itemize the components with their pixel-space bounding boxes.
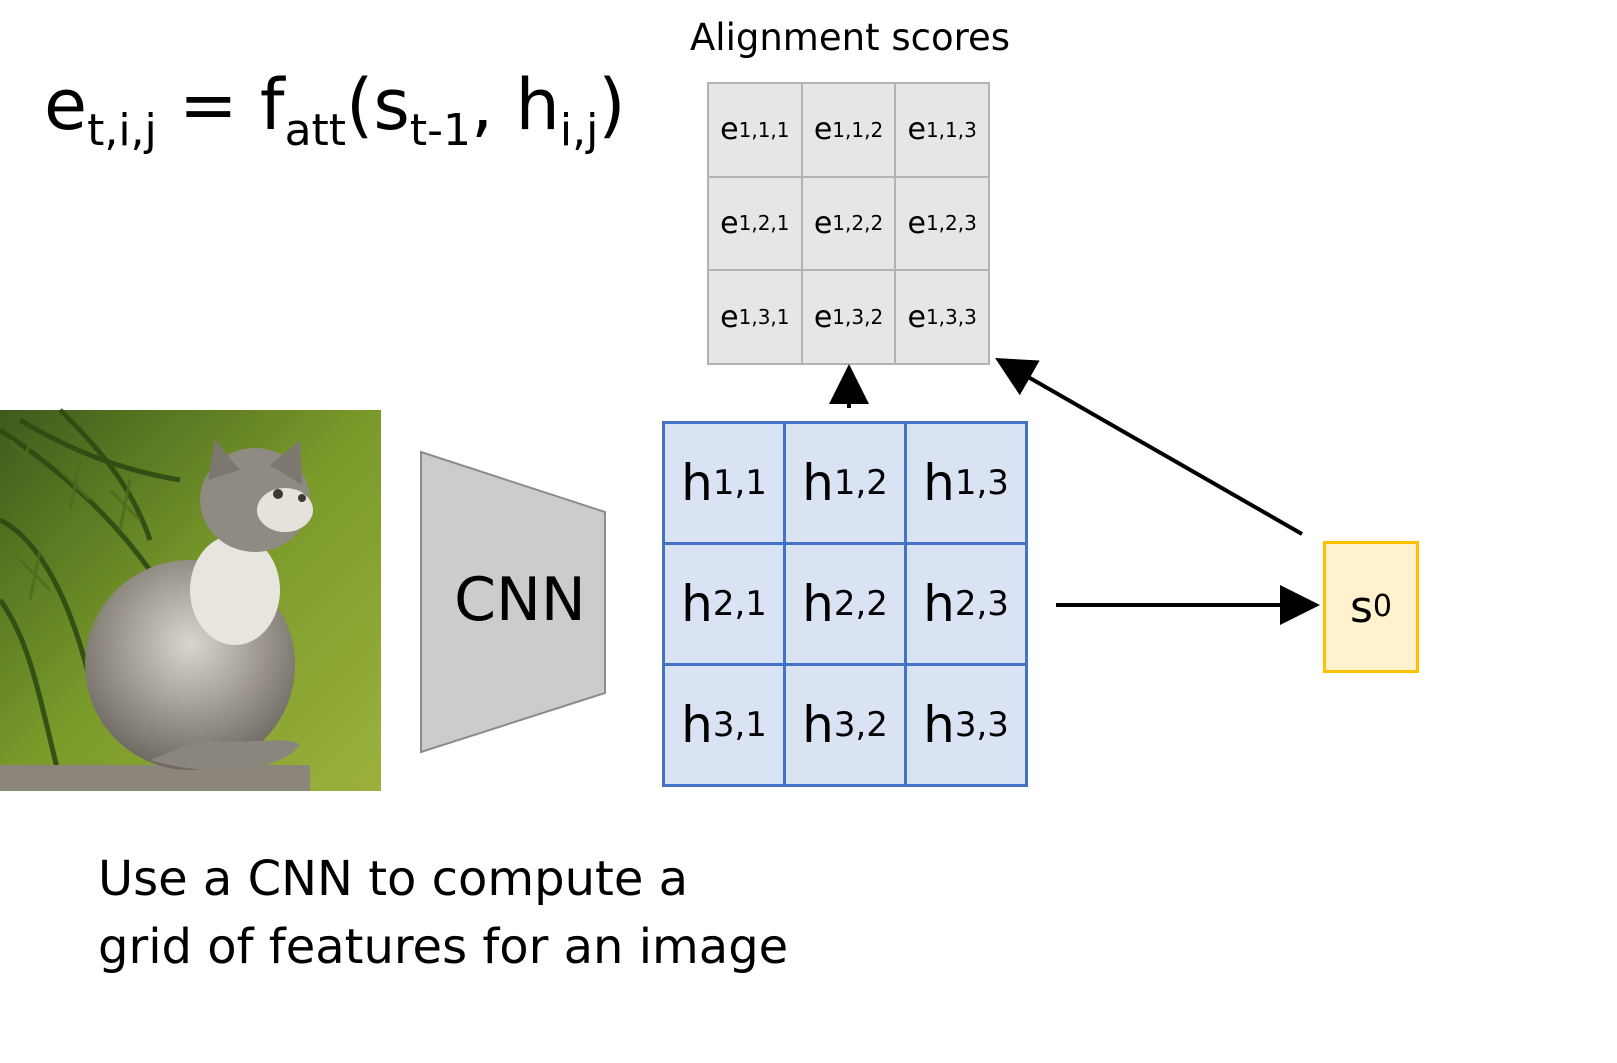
feature-cell-base: h xyxy=(681,575,713,633)
eq-comma: , xyxy=(470,64,516,146)
eq-s-sub: t-1 xyxy=(409,105,471,156)
feature-cell-base: h xyxy=(923,454,955,512)
eq-equals: = xyxy=(156,64,260,146)
feature-cell-base: h xyxy=(681,454,713,512)
feature-cell-base: h xyxy=(923,696,955,754)
alignment-scores-title: Alignment scores xyxy=(690,16,1011,59)
eq-e: e xyxy=(44,64,88,146)
eq-h-sub: i,j xyxy=(559,105,599,156)
cnn-label: CNN xyxy=(454,565,586,635)
feature-cell-base: h xyxy=(802,454,834,512)
score-cell-base: e xyxy=(720,299,739,335)
eq-f: f xyxy=(259,64,285,146)
caption-line-1: Use a CNN to compute a xyxy=(98,851,689,907)
eq-e-sub: t,i,j xyxy=(87,105,157,156)
eq-h: h xyxy=(515,64,560,146)
score-cell-base: e xyxy=(813,205,833,241)
score-cell-base: e xyxy=(813,299,833,335)
attention-equation: et,i,j = fatt(st-1, hi,j) xyxy=(44,70,626,153)
feature-cell-base: h xyxy=(681,696,713,754)
arrow-state-to-scores xyxy=(995,358,1303,536)
eq-close-paren: ) xyxy=(598,64,626,146)
cnn-block xyxy=(420,450,606,754)
feature-cell-base: h xyxy=(802,696,834,754)
score-cell-base: e xyxy=(907,112,926,148)
score-cell-base: e xyxy=(720,112,739,148)
feature-cell-base: h xyxy=(923,575,955,633)
caption: Use a CNN to compute a grid of features … xyxy=(98,845,788,981)
eq-f-sub: att xyxy=(284,105,347,156)
caption-line-2: grid of features for an image xyxy=(98,919,789,975)
score-cell-base: e xyxy=(907,205,926,241)
score-cell-base: e xyxy=(907,299,926,335)
state-base: s xyxy=(1349,581,1373,633)
score-cell-base: e xyxy=(813,112,833,148)
kitten-image xyxy=(0,408,381,791)
score-cell-base: e xyxy=(720,205,739,241)
eq-s: s xyxy=(373,64,410,146)
feature-cell-base: h xyxy=(802,575,834,633)
eq-open-paren: ( xyxy=(346,64,374,146)
